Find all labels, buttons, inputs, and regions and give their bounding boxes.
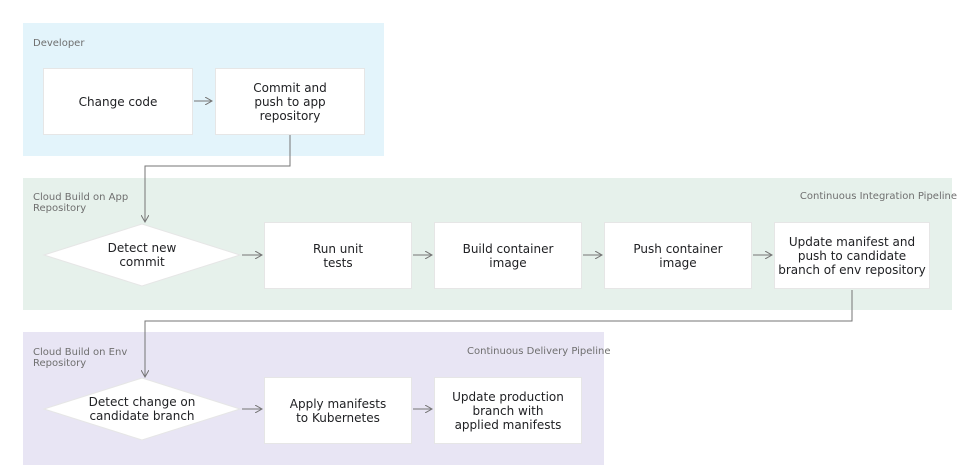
update-production-step: Update production branch with applied ma… <box>434 377 582 444</box>
commit-push-label: Commit and push to app repository <box>253 80 327 123</box>
build-image-label: Build container image <box>462 241 554 270</box>
change-code-step: Change code <box>43 68 193 135</box>
arrow-commit-to-detect <box>145 135 291 222</box>
detect-change-diamond <box>42 377 242 441</box>
detect-change-label-wrap: Detect change on candidate branch <box>64 384 220 434</box>
arrow-update-to-detect-change <box>145 290 853 377</box>
detect-commit-diamond <box>42 223 242 287</box>
push-image-label: Push container image <box>633 241 723 270</box>
update-manifest-step: Update manifest and push to candidate br… <box>774 222 930 289</box>
env-build-lane-label: Cloud Build on Env Repository <box>33 347 128 369</box>
detect-commit-label-wrap: Detect new commit <box>74 230 210 280</box>
update-manifest-label: Update manifest and push to candidate br… <box>778 234 926 277</box>
push-image-step: Push container image <box>604 222 752 289</box>
detect-commit-label: Detect new commit <box>107 241 177 269</box>
apply-manifests-step: Apply manifests to Kubernetes <box>264 377 412 444</box>
run-tests-label: Run unit tests <box>312 241 364 270</box>
change-code-label: Change code <box>78 94 158 109</box>
cd-pipeline-label: Continuous Delivery Pipeline <box>467 346 611 357</box>
commit-push-step: Commit and push to app repository <box>215 68 365 135</box>
developer-lane-label: Developer <box>33 38 85 49</box>
apply-manifests-label: Apply manifests to Kubernetes <box>289 396 387 425</box>
run-tests-step: Run unit tests <box>264 222 412 289</box>
detect-change-label: Detect change on candidate branch <box>88 395 196 423</box>
ci-pipeline-label: Continuous Integration Pipeline <box>799 191 957 202</box>
update-production-label: Update production branch with applied ma… <box>452 389 564 432</box>
app-build-lane-label: Cloud Build on App Repository <box>33 192 129 214</box>
build-image-step: Build container image <box>434 222 582 289</box>
